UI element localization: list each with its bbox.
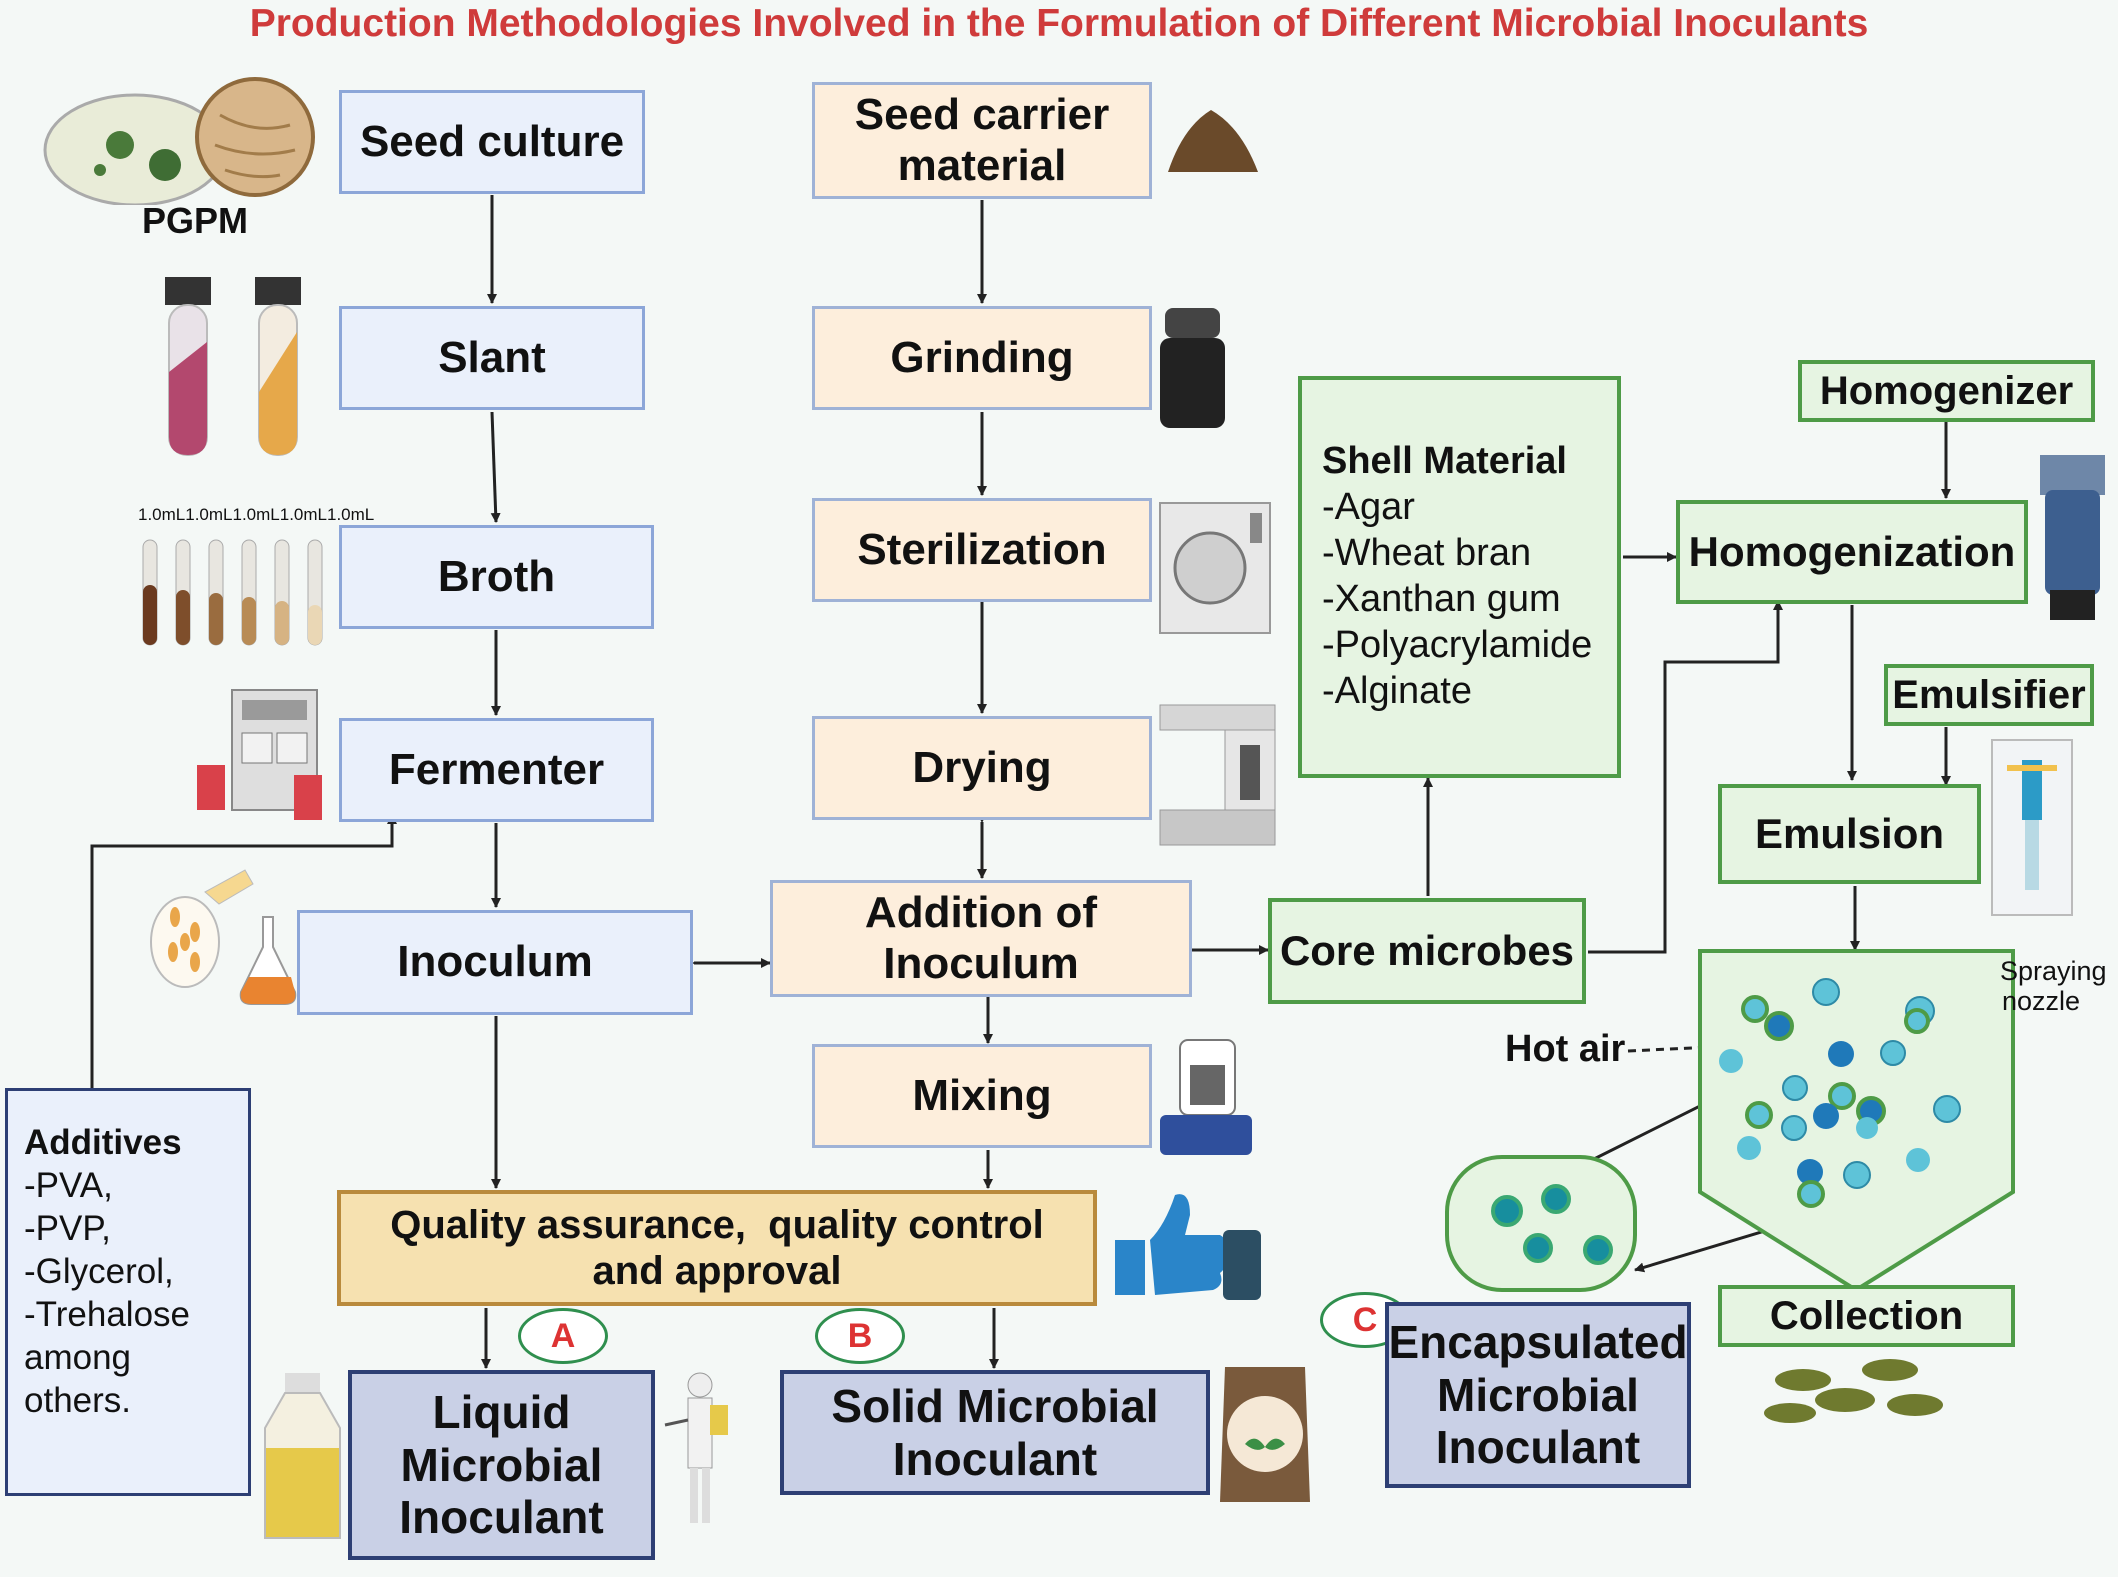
additive-others: others. [24,1381,131,1420]
test-tube-icon [165,277,301,456]
homogenization-box: Homogenization [1676,500,2028,604]
arrow-slant-to-broth [490,411,501,523]
pellets-icon [1764,1359,1943,1423]
seed-carrier-line1: Seed carrier [854,89,1110,139]
slant-box: Slant [339,306,645,410]
quality-assurance-box: Quality assurance, quality control and a… [337,1190,1097,1306]
capsule-contents [1491,1184,1613,1265]
solid-line1: Solid Microbial [831,1379,1159,1432]
collection-box: Collection [1718,1285,2015,1347]
capsule-particle [1445,1155,1637,1292]
dryer-icon [1159,704,1276,846]
shell-item-polyacrylamide: -Polyacrylamide [1322,624,1593,666]
encapsulated-line2: Microbial [1437,1368,1639,1421]
liquid-bottle-icon [264,1373,341,1539]
spraying-nozzle-label: Spraying nozzle [2000,956,2107,1016]
solid-line2: Inoculant [892,1432,1098,1485]
liquid-line2: Microbial [400,1438,603,1491]
broth-box: Broth [339,525,654,629]
additive-among: among [24,1338,132,1377]
addition-line1: Addition of [864,887,1098,937]
additives-box: Additives -PVA, -PVP, -Glycerol, -Trehal… [5,1088,251,1496]
shell-item-xanthan-gum: -Xanthan gum [1322,578,1561,620]
core-microbes-box: Core microbes [1268,898,1586,1004]
emulsifier-box: Emulsifier [1884,664,2094,726]
dilution-tubes-icon [142,539,323,646]
shell-material-heading: Shell Material [1322,440,1567,482]
seed-carrier-line2: material [897,140,1067,190]
flask-icon [150,869,297,1005]
encapsulated-line3: Inoculant [1435,1421,1641,1474]
additive-trehalose: -Trehalose [24,1295,190,1334]
spraying-line1: Spraying [2000,956,2107,986]
additive-pva: -PVA, [24,1166,113,1205]
qa-line1: Quality assurance, quality control [390,1203,1044,1247]
arrow-core-to-homogenization [1588,600,1783,954]
shell-item-wheat-bran: -Wheat bran [1322,532,1532,574]
badge-b: B [815,1308,905,1364]
emulsifier-device-icon [1991,739,2073,916]
autoclave-icon [1159,502,1271,634]
seed-carrier-box: Seed carrier material [812,82,1152,199]
diagram-title: Production Methodologies Involved in the… [249,2,1869,45]
pgpm-label: PGPM [142,200,249,241]
sterilization-box: Sterilization [812,498,1152,602]
arrow-additives-to-fermenter [90,814,397,1088]
encapsulated-inoculant-box: Encapsulated Microbial Inoculant [1385,1302,1691,1488]
liquid-line1: Liquid [432,1385,571,1438]
liquid-line3: Inoculant [399,1491,604,1544]
additives-heading: Additives [24,1123,182,1162]
addition-line2: Inoculum [883,938,1079,988]
shell-item-agar: -Agar [1322,486,1415,528]
inoculum-box: Inoculum [297,910,693,1015]
grinding-box: Grinding [812,306,1152,410]
mixer-icon [1160,1039,1252,1155]
seed-culture-box: Seed culture [339,90,645,194]
qa-line2: and approval [592,1249,842,1293]
shell-material-box: Shell Material -Agar -Wheat bran -Xantha… [1298,376,1621,778]
spray-droplets [1719,978,1961,1208]
mixing-box: Mixing [812,1044,1152,1148]
spraying-line2: nozzle [2002,986,2081,1016]
thumbs-up-icon [1115,1194,1261,1300]
drying-box: Drying [812,716,1152,820]
petri-dish-icon [43,77,315,205]
grinder-icon [1160,308,1225,428]
seed-bag-icon [1220,1367,1310,1502]
liquid-inoculant-box: Liquid Microbial Inoculant [348,1370,655,1560]
soil-pile-icon [1168,110,1258,172]
encapsulated-line1: Encapsulated [1388,1315,1688,1368]
fermenter-box: Fermenter [339,718,654,822]
emulsion-box: Emulsion [1718,784,1981,884]
fermenter-icon [197,689,322,820]
additive-glycerol: -Glycerol, [24,1252,174,1291]
dilution-label: 1.0mL1.0mL1.0mL1.0mL1.0mL [138,505,375,524]
additive-pvp: -PVP, [24,1209,111,1248]
badge-a: A [518,1308,608,1364]
hot-air-label: Hot air [1505,1028,1626,1070]
addition-of-inoculum-box: Addition of Inoculum [770,880,1192,997]
homogenizer-box: Homogenizer [1798,360,2095,422]
solid-inoculant-box: Solid Microbial Inoculant [780,1370,1210,1495]
shell-item-alginate: -Alginate [1322,670,1472,712]
homogenizer-device-icon [2040,455,2105,620]
sprayer-person-icon [664,1372,728,1523]
